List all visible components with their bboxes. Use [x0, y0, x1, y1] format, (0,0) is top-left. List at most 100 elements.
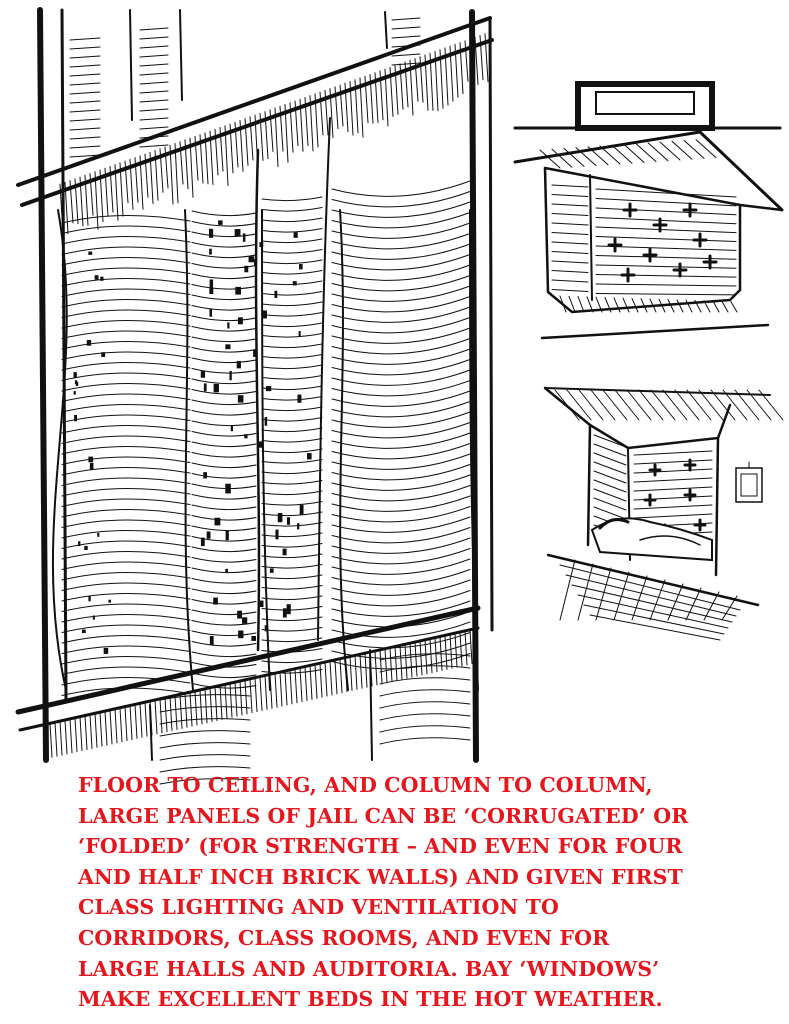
jali-opening — [225, 344, 231, 350]
floor-hatch — [84, 715, 88, 751]
ceiling-hatch — [219, 127, 224, 172]
brick-course — [61, 330, 191, 339]
floor-hatch — [444, 634, 448, 670]
brick-course — [191, 473, 257, 479]
bottom-beam-lower — [18, 626, 480, 732]
ceiling-hatch — [239, 119, 244, 172]
jali-opening — [81, 629, 86, 634]
brick-course — [61, 288, 191, 297]
ceiling-hatch — [339, 84, 344, 127]
upper-column-hatch — [69, 91, 101, 95]
bay-brick — [551, 194, 589, 197]
jali-opening — [200, 371, 206, 378]
floor-tile-line — [565, 574, 737, 617]
brick-course — [331, 464, 471, 481]
brick-course — [331, 558, 471, 575]
canopy-hatch — [587, 146, 609, 166]
jali-opening — [92, 615, 95, 620]
ceiling-hatch — [638, 389, 664, 421]
brick-course — [331, 443, 471, 460]
upper-column-hatch — [69, 82, 101, 86]
fold-line — [51, 209, 68, 691]
floor-tile-line — [685, 587, 702, 621]
brick-course — [331, 233, 471, 250]
floor-tile-line — [589, 614, 721, 641]
floor-hatch — [364, 652, 368, 688]
ceiling-hatch — [662, 389, 688, 421]
brick-course — [191, 630, 257, 637]
jali-opening — [213, 597, 218, 605]
brick-course — [191, 672, 257, 679]
brick-course — [331, 401, 471, 418]
lower-course — [159, 766, 251, 773]
floor-tile-line — [583, 604, 725, 635]
bay-brick — [551, 222, 589, 226]
brick-course — [191, 504, 257, 511]
brick-course — [191, 441, 257, 448]
ceiling-hatch — [279, 105, 284, 152]
brick-course — [331, 527, 471, 544]
brick-course — [331, 422, 471, 439]
ceiling-hatch — [234, 121, 239, 168]
floor-hatch — [424, 639, 428, 675]
upper-column-hatch — [139, 135, 169, 139]
jali-cross — [683, 458, 697, 472]
jali-opening — [262, 310, 267, 319]
jali-opening — [108, 599, 111, 603]
brick-course — [261, 648, 323, 653]
brick-course — [191, 284, 257, 290]
floor-hatch — [189, 691, 193, 727]
brick-course — [331, 411, 471, 428]
jali-opening — [244, 265, 249, 273]
brick-course — [61, 246, 191, 255]
jali-opening — [282, 608, 287, 618]
brick-course — [331, 180, 471, 197]
ceiling-hatch — [199, 134, 204, 184]
brick-course — [261, 627, 323, 632]
upper-column-hatch — [139, 72, 169, 76]
jali-cross — [648, 463, 662, 477]
floor-hatch — [169, 696, 173, 732]
bay-underside-hatch — [577, 296, 585, 313]
alcove-brick — [633, 513, 713, 519]
brick-course — [331, 590, 471, 607]
bay-brick — [595, 217, 737, 225]
floor-hatch — [229, 682, 233, 718]
jali-opening — [225, 530, 229, 541]
brick-course — [261, 448, 323, 454]
brick-course — [261, 270, 323, 275]
ceiling-hatch — [144, 153, 149, 198]
brick-course — [331, 548, 471, 565]
brick-course — [61, 540, 191, 549]
caption-line: CLASS LIGHTING AND VENTILATION TO — [78, 895, 559, 920]
lower-course — [379, 701, 471, 709]
ceiling-hatch — [214, 128, 219, 176]
upper-column-hatch — [391, 35, 421, 39]
brick-course — [191, 546, 257, 553]
brick-course — [261, 312, 323, 317]
ceiling-hatch — [474, 36, 479, 85]
jali-opening — [237, 317, 243, 325]
brick-course — [191, 378, 257, 385]
brick-course — [191, 242, 257, 248]
brick-course — [261, 658, 323, 664]
brick-course — [61, 656, 191, 665]
brick-course — [331, 275, 471, 292]
floor-hatch — [259, 676, 263, 712]
upper-column-hatch — [139, 27, 169, 31]
brick-course — [331, 432, 471, 449]
ceiling-hatch — [124, 160, 129, 204]
floor-hatch — [359, 653, 363, 689]
brick-course — [261, 532, 323, 538]
brick-course — [261, 669, 323, 674]
ceiling-hatch — [229, 123, 234, 174]
brick-course — [331, 569, 471, 586]
jali-opening — [254, 259, 257, 267]
jali-opening — [73, 391, 76, 395]
brick-course — [61, 309, 191, 318]
fold-line — [469, 209, 479, 691]
brick-course — [61, 414, 191, 423]
upper-column-hatch — [139, 108, 169, 112]
brick-course — [61, 456, 191, 465]
jali-opening — [242, 233, 246, 242]
